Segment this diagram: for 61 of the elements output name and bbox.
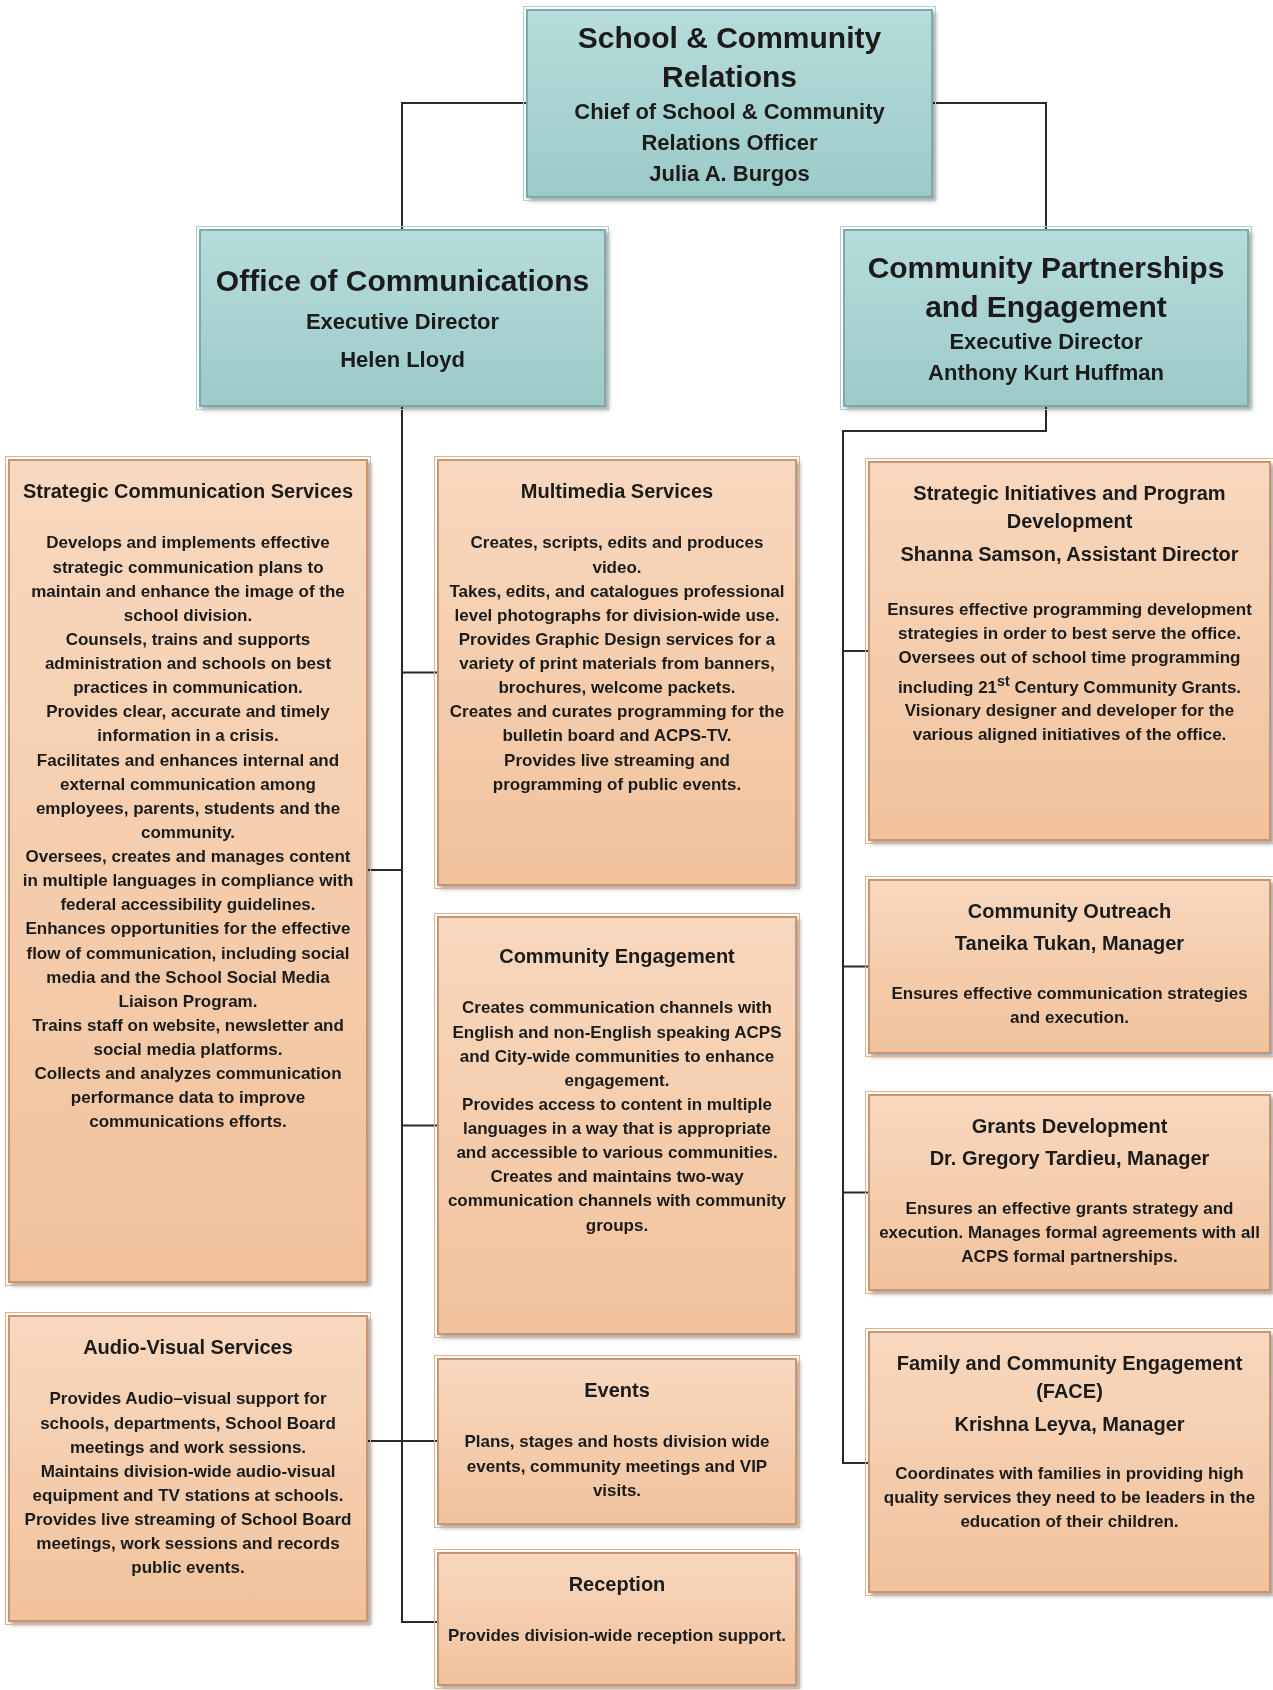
description-text: Maintains division-wide audio-visual equipment and TV stations at schools. Provides live streaming of School Board meetings, work sessions and records public events. — [23, 1460, 353, 1580]
description-text: Counsels, trains and supports administration and schools on best practices in communication. — [43, 628, 333, 700]
description-text: Shanna Samson, Assistant Director — [900, 541, 1239, 567]
description-text: Facilitates and enhances internal and external communication among employees, parents, students and the community. — [34, 749, 342, 844]
role-text: Chief of School & Community Relations Officer — [573, 97, 886, 157]
unit-title: Audio-Visual Services — [83, 1335, 293, 1360]
unit-box — [8, 459, 368, 1283]
description-text: Provides division-wide reception support. — [447, 1625, 787, 1648]
description-text: Taneika Tukan, Manager — [954, 931, 1185, 957]
description-text: Creates and curates programming for the bulletin board and ACPS-TV. — [448, 701, 786, 748]
unit-title: Community Partnerships and Engagement — [866, 249, 1226, 325]
description-text: Krishna Leyva, Manager — [954, 1411, 1185, 1437]
description-text: Coordinates with families in providing high quality services they need to be leaders in the education of their children. — [882, 1463, 1257, 1534]
description-text: Ensures effective programming development strategies in order to best serve the office. Oversees out of school time programming including 21$^{st}$ Century Community Grants. Visionary designer and developer for the various aligned initiatives of the office. — [886, 599, 1253, 747]
unit-box — [437, 1552, 797, 1686]
description-text: Provides access to content in multiple languages in a way that is appropriate and accessible to various communities. — [455, 1093, 779, 1165]
role-text: Helen Lloyd — [340, 345, 465, 374]
unit-box — [868, 1331, 1271, 1593]
description-text: Creates and maintains two-way communication channels with community groups. — [447, 1166, 787, 1237]
unit-box — [868, 461, 1271, 841]
connector-line — [401, 102, 527, 230]
unit-box — [437, 1358, 797, 1525]
role-text: Executive Director — [305, 308, 500, 337]
department-box — [526, 9, 933, 198]
description-text: Creates, scripts, edits and produces video. — [469, 532, 765, 579]
department-box — [843, 229, 1249, 407]
unit-title: Events — [584, 1378, 650, 1403]
unit-title: Grants Development — [971, 1114, 1168, 1139]
unit-title: Community Outreach — [967, 899, 1172, 924]
unit-title: Multimedia Services — [520, 479, 714, 504]
unit-box — [868, 879, 1271, 1054]
description-text: Enhances opportunities for the effective flow of communication, including social media and the School Social Media Liaison Program. — [24, 918, 352, 1013]
description-text: Collects and analyzes communication performance data to improve communications efforts. — [33, 1063, 343, 1134]
role-text: Anthony Kurt Huffman — [928, 359, 1164, 387]
unit-box — [437, 916, 797, 1335]
unit-title: Strategic Initiatives and Program Development — [912, 481, 1227, 535]
role-text: Executive Director — [949, 327, 1143, 356]
description-text: Develops and implements effective strategic communication plans to maintain and enhance the image of the school division. — [30, 532, 346, 627]
description-text: Ensures effective communication strategies and execution. — [890, 982, 1249, 1029]
role-text: Julia A. Burgos — [649, 160, 810, 189]
unit-title: Reception — [568, 1572, 666, 1597]
unit-box — [437, 459, 797, 886]
unit-box — [8, 1315, 368, 1622]
description-text: Ensures an effective grants strategy and execution. Manages formal agreements with all ACPS formal partnerships. — [878, 1197, 1261, 1269]
description-text: Plans, stages and hosts division wide events, community meetings and VIP visits. — [463, 1431, 771, 1502]
description-text: Provides Graphic Design services for a variety of print materials from banners, brochures, welcome packets. — [457, 628, 777, 700]
description-text: Dr. Gregory Tardieu, Manager — [929, 1146, 1210, 1172]
description-text: Provides clear, accurate and timely information in a crisis. — [45, 701, 331, 748]
unit-title: School & Community Relations — [576, 19, 883, 95]
description-text: Trains staff on website, newsletter and social media platforms. — [31, 1014, 345, 1061]
unit-title: Office of Communications — [215, 263, 590, 300]
description-text: Creates communication channels with English and non-English speaking ACPS and City-wide communities to enhance engagement. — [451, 997, 783, 1092]
unit-title: Strategic Communication Services — [22, 479, 354, 504]
description-text: Oversees, creates and manages content in multiple languages in compliance with federal accessibility guidelines. — [21, 846, 355, 917]
description-text: Takes, edits, and catalogues professional level photographs for division-wide use. — [448, 580, 786, 627]
description-text: Provides Audio–visual support for schools, departments, School Board meetings and work sessions. — [39, 1388, 337, 1459]
department-box — [199, 229, 606, 407]
unit-title: Community Engagement — [499, 944, 735, 969]
unit-box — [868, 1094, 1271, 1291]
unit-title: Family and Community Engagement (FACE) — [895, 1351, 1244, 1405]
description-text: Provides live streaming and programming of public events. — [491, 749, 743, 796]
